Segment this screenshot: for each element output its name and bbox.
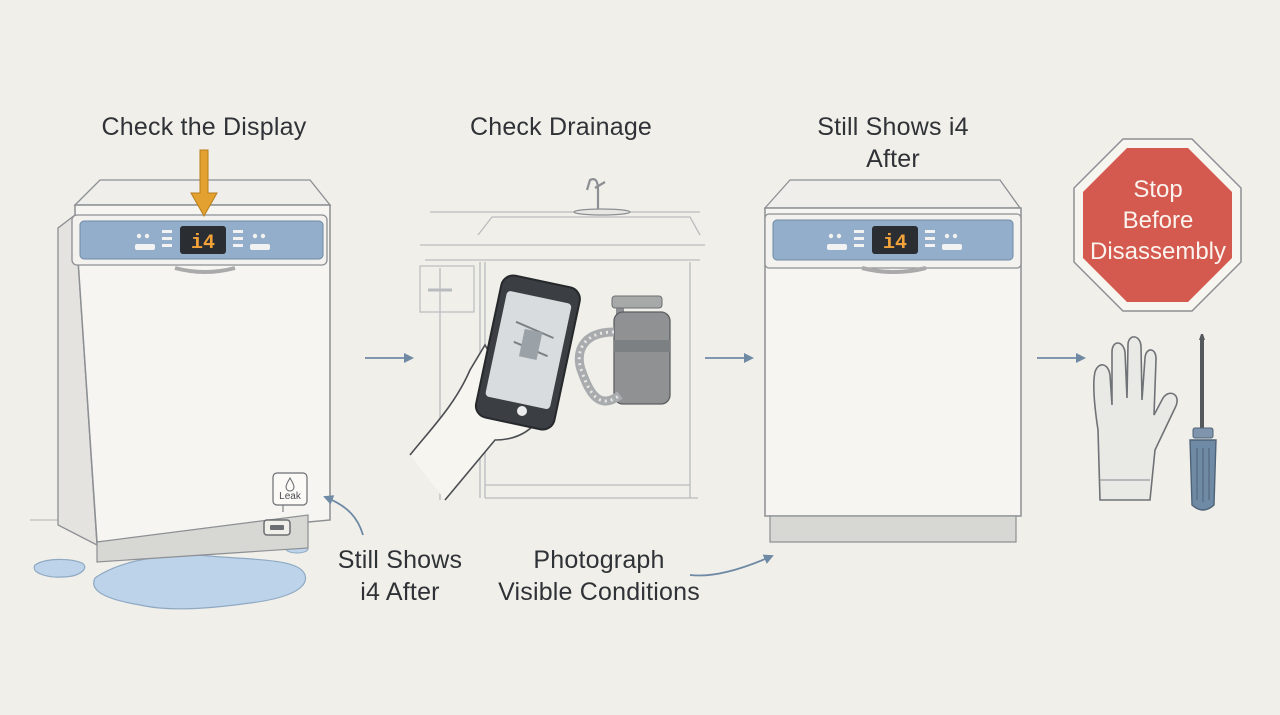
display-screen	[180, 226, 226, 254]
step-3-title-line2: After	[866, 145, 920, 173]
screwdriver-icon	[1189, 334, 1217, 511]
stop-sign-text: Stop Before Disassembly	[1078, 174, 1238, 267]
water-puddle	[93, 554, 306, 610]
flow-arrows	[323, 353, 1086, 577]
callout-photograph-line2: Visible Conditions	[498, 578, 700, 606]
water-drop-icon	[285, 476, 295, 492]
callout-arrow-leak	[323, 495, 364, 536]
stop-sign-line3: Disassembly	[1089, 238, 1227, 265]
dishwasher-icon	[763, 179, 1022, 543]
dishwasher-leaking-icon	[30, 149, 332, 610]
callout-still-shows-line2: i4 After	[360, 578, 440, 606]
display-code-1: i4	[191, 232, 215, 255]
callout-arrow-photo	[689, 554, 774, 577]
stop-sign-line1: Stop	[1133, 176, 1183, 203]
step-1-title: Check the Display	[101, 113, 307, 141]
step-2-title: Check Drainage	[469, 113, 653, 141]
leak-label: Leak	[279, 491, 302, 502]
stop-sign-line2: Before	[1122, 207, 1194, 234]
glove-icon	[1092, 336, 1178, 501]
callout-still-shows: Still Shows i4 After	[318, 544, 482, 608]
callout-photograph: Photograph Visible Conditions	[488, 544, 710, 608]
sink-drainage-scene	[409, 178, 705, 501]
step-3-title: Still Shows i4 After	[770, 111, 1016, 175]
callout-photograph-line1: Photograph	[533, 546, 665, 574]
disposal-unit	[613, 311, 671, 405]
highlight-arrow	[190, 149, 218, 218]
step-3-title-line1: Still Shows i4	[817, 113, 969, 141]
stop-sign-icon	[1073, 138, 1242, 312]
drain-hose	[574, 327, 623, 406]
display-code-3: i4	[883, 232, 907, 255]
callout-still-shows-line1: Still Shows	[337, 546, 463, 574]
faucet-icon	[585, 178, 606, 213]
leak-tag	[272, 472, 308, 506]
display-screen	[872, 226, 918, 254]
